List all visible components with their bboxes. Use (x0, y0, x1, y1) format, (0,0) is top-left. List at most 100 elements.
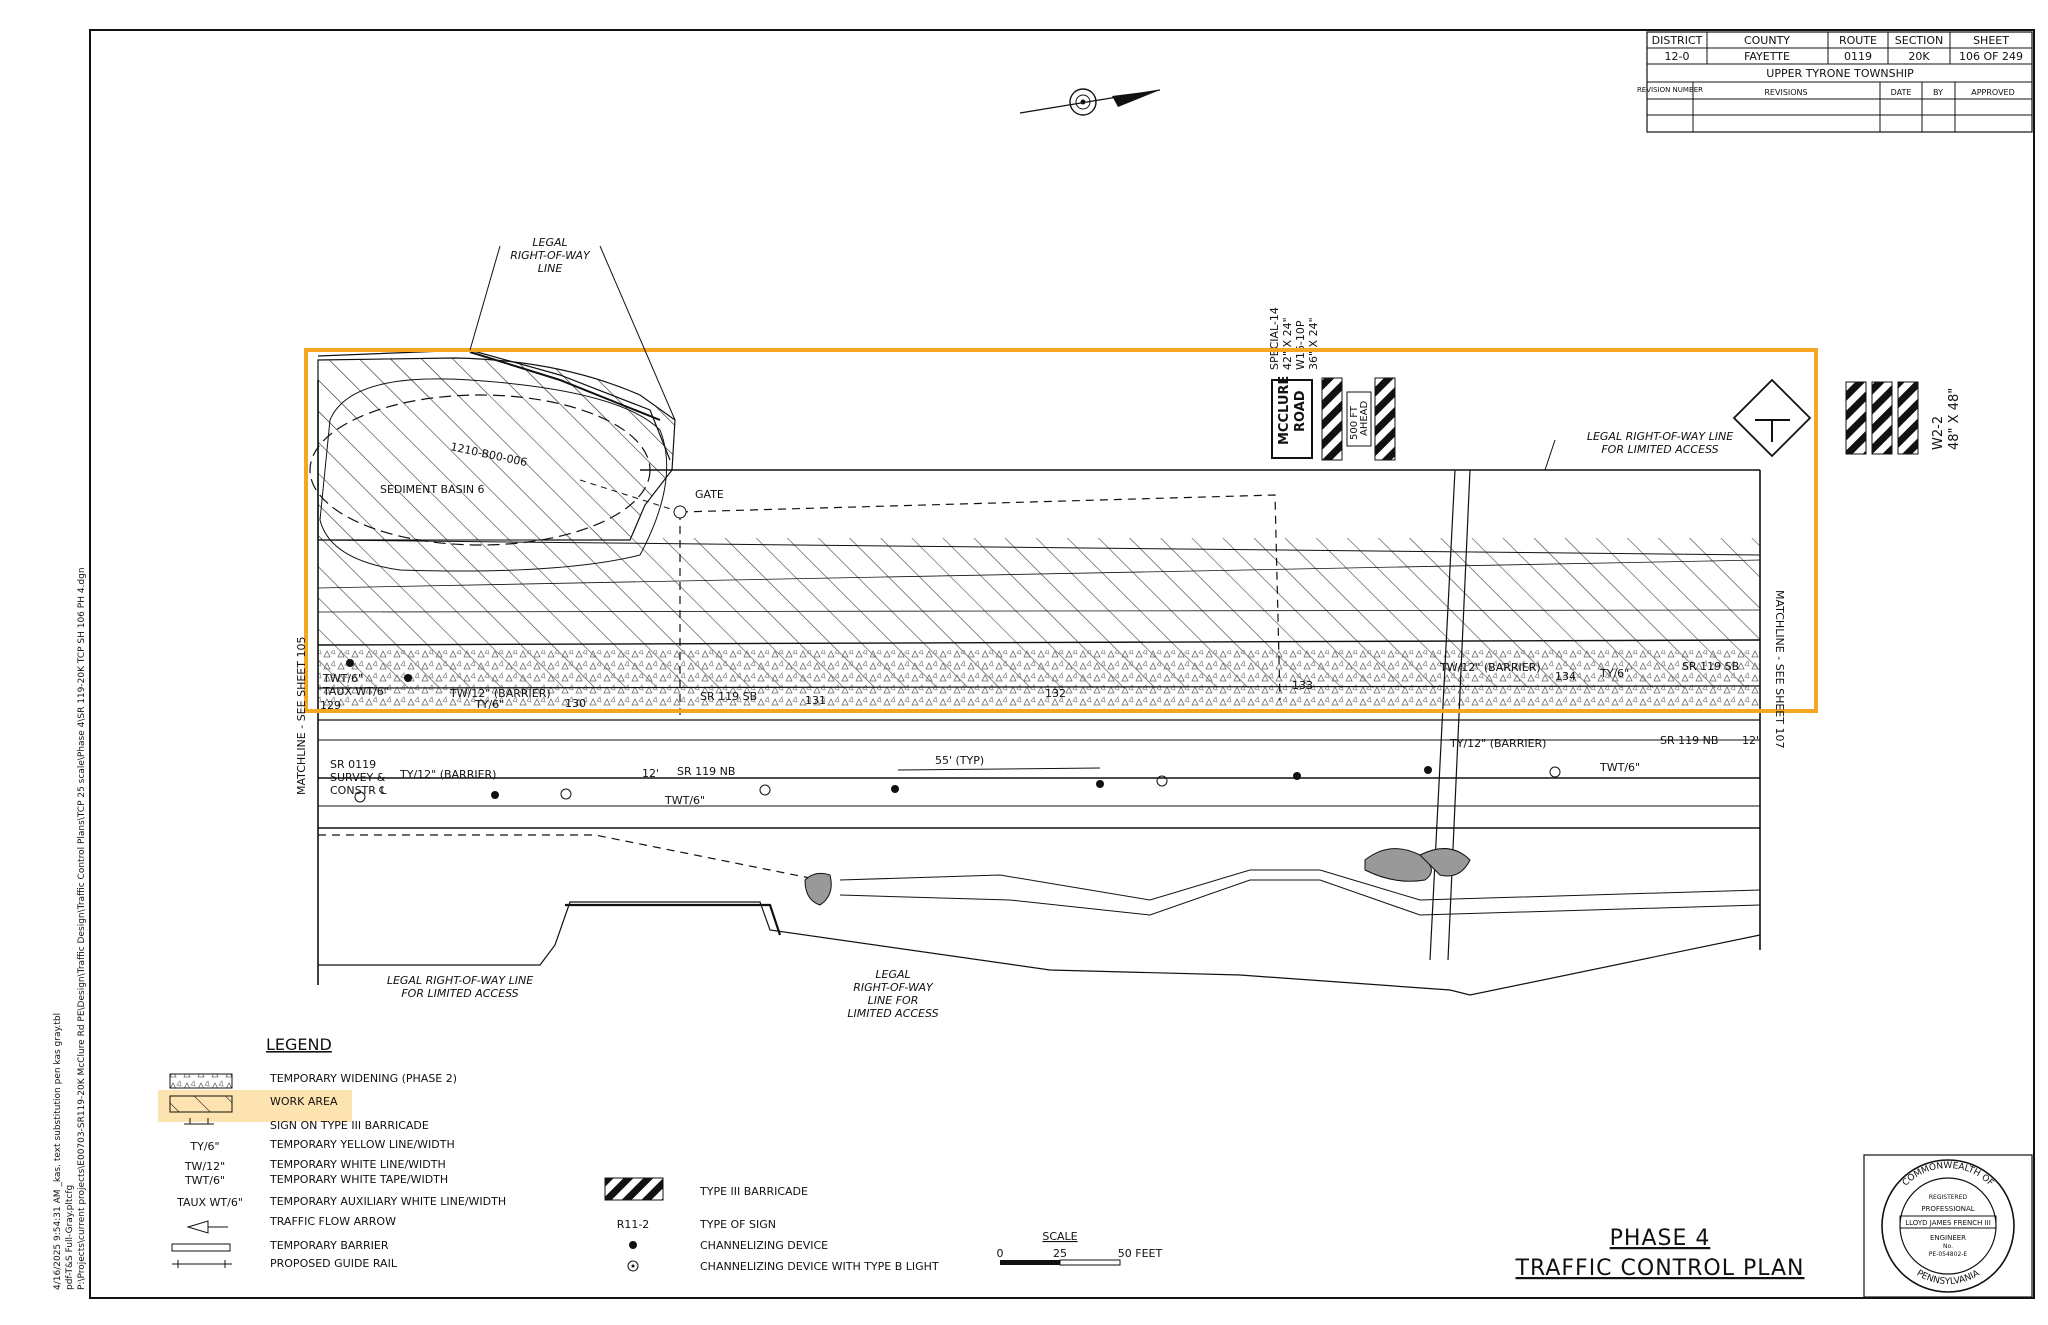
seal-engineer: ENGINEER (1930, 1234, 1966, 1242)
annotations: LEGAL RIGHT-OF-WAY LINE LEGAL RIGHT-OF-W… (295, 236, 1786, 1020)
sediment-basin-outline (309, 394, 651, 546)
channelizing-devices-light (354, 766, 1561, 803)
th-sheet: SHEET (1973, 34, 2009, 47)
station-131: 131 (805, 694, 826, 707)
township: UPPER TYRONE TOWNSHIP (1766, 67, 1914, 80)
station-133: 133 (1292, 679, 1313, 692)
td-county: FAYETTE (1744, 50, 1790, 63)
north-arrow-icon (1019, 88, 1161, 116)
ahead-sign-line2: AHEAD (1359, 400, 1370, 436)
legal-limited-right-2: FOR LIMITED ACCESS (1601, 443, 1718, 456)
legend-channelizing: CHANNELIZING DEVICE (700, 1239, 828, 1252)
w2-sign-1: W2-2 (1931, 416, 1946, 450)
special-sign-4: 36" X 24" (1307, 317, 1320, 370)
twt6-nb-right: TWT/6" (1599, 761, 1640, 774)
svg-text:COMMONWEALTH OF: COMMONWEALTH OF (1901, 1161, 1995, 1188)
ty12-barrier-nb: TY/12" (BARRIER) (399, 768, 496, 781)
legend-channelizing-light: CHANNELIZING DEVICE WITH TYPE B LIGHT (700, 1260, 939, 1273)
legend-work-area: WORK AREA (270, 1095, 338, 1108)
sr119-sb-right: SR 119 SB (1682, 660, 1739, 673)
legend-flow-arrow: TRAFFIC FLOW ARROW (269, 1215, 396, 1228)
td-route: 0119 (1844, 50, 1872, 63)
seal-registered: REGISTERED (1929, 1194, 1968, 1201)
channelizing-devices (346, 659, 1432, 799)
legend-symbol-r11: R11-2 (617, 1218, 650, 1231)
survey-line2: SURVEY & (330, 771, 386, 784)
td-sheet: 106 OF 249 (1959, 50, 2023, 63)
typ-spacing: 55' (TYP) (935, 754, 984, 767)
seal-professional: PROFESSIONAL (1921, 1205, 1975, 1213)
highlight-box (304, 348, 1818, 713)
legal-row-top-2: RIGHT-OF-WAY (510, 249, 591, 262)
legend-type3-barricade: TYPE III BARRICADE (699, 1185, 808, 1198)
roadway-plan (309, 349, 1761, 996)
ty6-left: TY/6" (474, 698, 504, 711)
taux-label: TAUX WT/6" (322, 685, 389, 698)
svg-text:PENNSYLVANIA: PENNSYLVANIA (1915, 1268, 1982, 1287)
legend-temp-barrier: TEMPORARY BARRIER (269, 1239, 389, 1252)
special-sign-2: 42" X 24" (1281, 317, 1294, 370)
seal-license: PE-054802-E (1929, 1251, 1968, 1258)
legend-guide-rail: PROPOSED GUIDE RAIL (270, 1257, 398, 1270)
legal-limited-right-1: LEGAL RIGHT-OF-WAY LINE (1587, 430, 1733, 443)
sheet-border (89, 29, 2035, 1299)
mcclure-sign-line2: ROAD (1293, 390, 1308, 432)
seal-no: No. (1943, 1243, 1953, 1250)
rev-by-header: BY (1933, 88, 1943, 97)
sr119-nb: SR 119 NB (677, 765, 735, 778)
legal-row-top-3: LINE (538, 262, 563, 275)
survey-line1: SR 0119 (330, 758, 376, 771)
legend-symbol-tw12: TW/12" (184, 1160, 225, 1173)
ahead-sign (1346, 391, 1372, 447)
scale-label: SCALE (1042, 1230, 1077, 1243)
survey-line3: CONSTR ℄ (330, 784, 386, 797)
margin-line2: pdf-T&S Full-Gray.pltcfg (65, 1185, 75, 1290)
tw12-barrier-sb: TW/12" (BARRIER) (449, 687, 551, 700)
legend-temporary-widening: TEMPORARY WIDENING (PHASE 2) (269, 1072, 457, 1085)
legal-limited-center-3: LINE FOR (868, 994, 919, 1007)
mcclure-road-sign (1271, 379, 1313, 459)
legend-sign-barricade: SIGN ON TYPE III BARRICADE (270, 1119, 429, 1132)
legal-limited-center-1: LEGAL (875, 968, 910, 981)
legend-symbol-twt6: TWT/6" (184, 1174, 225, 1187)
ty12-barrier-nb-right: TY/12" (BARRIER) (1449, 737, 1546, 750)
signs: MCCLURE ROAD 500 FT AHEAD SPECIAL-14 42"… (1268, 307, 1962, 461)
plan-title-line1: PHASE 4 (1610, 1226, 1711, 1251)
station-134: 134 (1555, 670, 1576, 683)
legend-white-tape: TEMPORARY WHITE TAPE/WIDTH (269, 1173, 448, 1186)
gate-label: GATE (695, 488, 724, 501)
scale-bar: SCALE 0 25 50 FEET (997, 1230, 1162, 1266)
special-sign-1: SPECIAL-14 (1268, 307, 1281, 370)
sediment-basin-label: SEDIMENT BASIN 6 (380, 483, 485, 496)
th-county: COUNTY (1744, 34, 1790, 47)
plan-title-line2: TRAFFIC CONTROL PLAN (1515, 1256, 1805, 1281)
rev-approved-header: APPROVED (1971, 88, 2015, 97)
left-margin-text: 4/16/2025 9:54:31 AM _kas. text substitu… (53, 567, 87, 1290)
legend-yellow-line: TEMPORARY YELLOW LINE/WIDTH (269, 1138, 455, 1151)
legend-symbol-taux: TAUX WT/6" (176, 1196, 243, 1209)
legend-aux-white: TEMPORARY AUXILIARY WHITE LINE/WIDTH (269, 1195, 506, 1208)
legal-row-top-1: LEGAL (532, 236, 567, 249)
rev-date-header: DATE (1891, 88, 1912, 97)
title-block: DISTRICT COUNTY ROUTE SECTION SHEET 12-0… (1637, 31, 2033, 133)
td-district: 12-0 (1665, 50, 1690, 63)
sr119-sb: SR 119 SB (700, 690, 757, 703)
twt6-nb: TWT/6" (664, 794, 705, 807)
twelve-ft-2: 12' (1742, 734, 1759, 747)
legal-limited-left-2: FOR LIMITED ACCESS (401, 987, 518, 1000)
legend: LEGEND TY/6" TW/12" TWT/6" TAUX WT/6" TE… (158, 1035, 939, 1273)
temporary-widening-band (318, 650, 1760, 712)
ty6-right: TY/6" (1599, 667, 1629, 680)
special-sign-3: W16-10P (1294, 320, 1307, 370)
legal-limited-center-2: RIGHT-OF-WAY (853, 981, 934, 994)
w2-sign-2: 48" X 48" (1947, 388, 1962, 450)
th-route: ROUTE (1839, 34, 1877, 47)
th-section: SECTION (1895, 34, 1943, 47)
rev-header: REVISIONS (1764, 88, 1807, 97)
th-district: DISTRICT (1652, 34, 1703, 47)
margin-line3: P:\Projects\current projects\E00703-SR11… (77, 567, 87, 1290)
plan-title: PHASE 4 TRAFFIC CONTROL PLAN (1515, 1226, 1805, 1281)
tw12-barrier-right: TW/12" (BARRIER) (1439, 661, 1541, 674)
station-130: 130 (565, 697, 586, 710)
rev-number-header: REVISION NUMBER (1637, 86, 1703, 94)
